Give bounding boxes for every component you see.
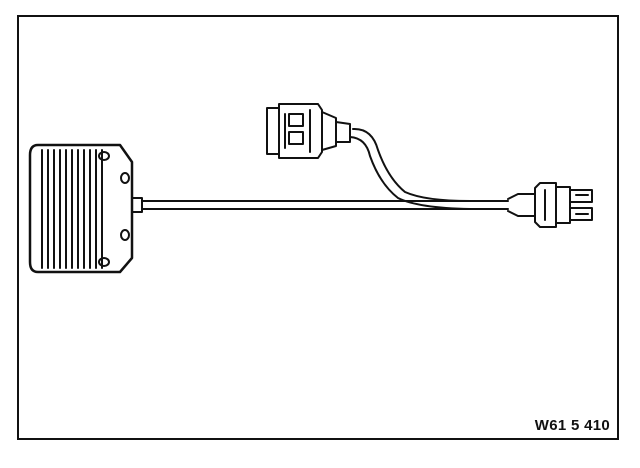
control-module-icon (28, 143, 143, 274)
figure-frame (17, 15, 619, 440)
wire-icon (349, 127, 471, 210)
socket-connector-icon (266, 103, 351, 159)
figure-code-label: W61 5 410 (534, 417, 610, 434)
plug-connector-icon (507, 182, 593, 228)
